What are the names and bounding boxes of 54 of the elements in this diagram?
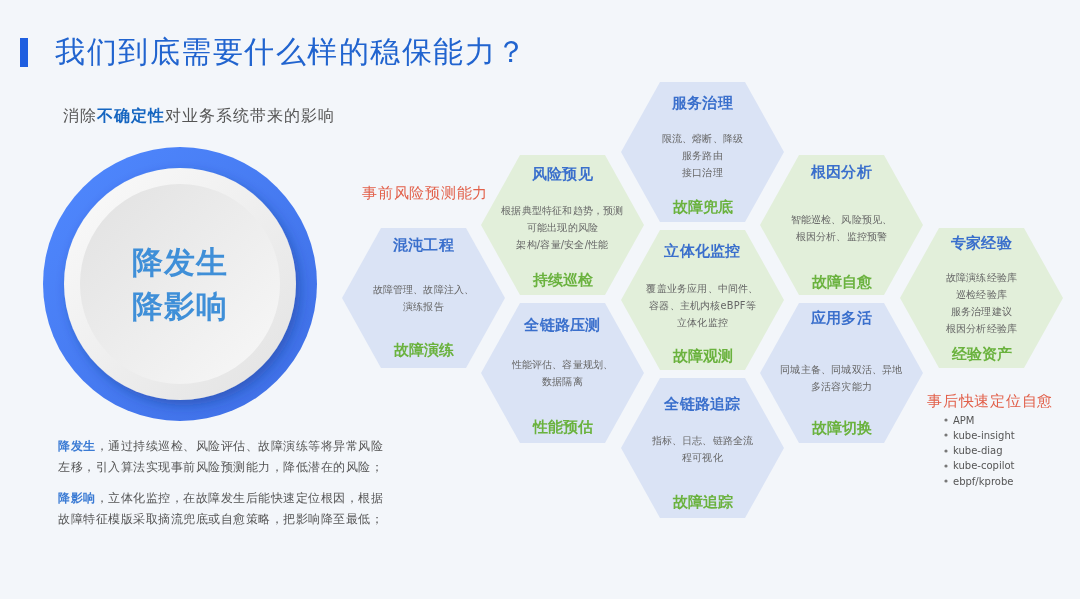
description-paragraph: 降影响，立体化监控，在故障发生后能快速定位根因，根据故障特征模版采取摘流兜底或自愈策略，把影响降至最低； [58,489,384,528]
hexagon-heading: 服务治理 [671,94,734,113]
list-item: APM [953,413,975,428]
hexagon-tile [621,82,784,222]
central-circle [42,146,318,422]
list-item: kube-diag [953,444,1003,458]
hexagon-description: 服务路由 [682,148,723,163]
hexagon-heading: 风险预见 [531,165,594,184]
hexagon-tile [760,303,923,443]
hexagon-description: 覆盖业务应用、中间件、容器、主机内核eBPF等立体化监控 [646,281,759,330]
list-item: kube-insight [953,428,1015,443]
capability-label: 故障观测 [672,346,733,366]
hexagon-tile [342,228,505,368]
hexagon-description: 接口治理 [682,165,723,180]
section-heading: 事前风险预测能力 [362,183,488,203]
capability-label: 故障自愈 [811,272,872,292]
description-paragraph: 降发生，通过持续巡检、风险评估、故障演练等将异常风险左移，引入算法实现事前风险预测能力，降低潜在的风险； [58,437,384,476]
hexagon-heading: 应用多活 [810,309,873,328]
subtitle: 消除不确定性对业务系统带来的影响 [63,106,335,126]
circle-heading: 降影响 [132,287,228,326]
hexagon-heading: 立体化监控 [664,242,741,261]
hexagon-heading: 根因分析 [810,163,873,182]
circle-heading: 降发生 [132,243,228,282]
hexagon-tile [760,155,923,295]
hexagon-description: 架构/容量/安全/性能 [516,237,609,252]
hexagon-heading: 全链路压测 [524,316,601,335]
list-item: ebpf/kprobe [953,474,1014,489]
section-heading: 事后快速定位自愈 [927,391,1053,411]
page-title: 我们到底需要什么样的稳保能力？ [55,34,528,70]
hexagon-description: 故障演练经验库 [945,270,1018,285]
hexagon-description: 智能巡检、风险预见、根因分析、监控预警 [789,212,894,244]
capability-label: 性能预估 [532,417,593,437]
hexagon-description: 限流、熔断、降级 [661,131,744,146]
hexagon-description: 根据典型特征和趋势，预测可能出现的风险 [500,203,625,235]
hexagon-heading: 专家经验 [950,234,1013,253]
hexagon-tile [481,303,644,443]
capability-label: 经验资产 [951,344,1012,364]
list-item: kube-copilot [953,459,1015,474]
hexagon-description: 指标、日志、链路全流程可视化 [650,433,755,465]
capability-label: 持续巡检 [532,270,593,290]
hexagon-heading: 全链路追踪 [664,395,741,414]
hexagon-description: 根因分析经验库 [945,321,1018,336]
hexagon-description: 巡检经验库 [956,287,1007,302]
hexagon-tile [900,228,1063,368]
capability-label: 故障演练 [393,340,454,360]
capability-label: 故障追踪 [672,492,733,512]
hexagon-description: 服务治理建议 [950,304,1013,319]
hexagon-tile [621,378,784,518]
hexagon-heading: 混沌工程 [392,236,455,255]
hexagon-description: 性能评估、容量规划、数据隔离 [510,357,615,389]
hexagon-description: 同城主备、同城双活、异地多活容灾能力 [779,362,904,394]
hexagon-description: 故障管理、故障注入、演练报告 [371,282,476,314]
capability-label: 故障兜底 [672,197,733,217]
capability-label: 故障切换 [811,418,872,438]
